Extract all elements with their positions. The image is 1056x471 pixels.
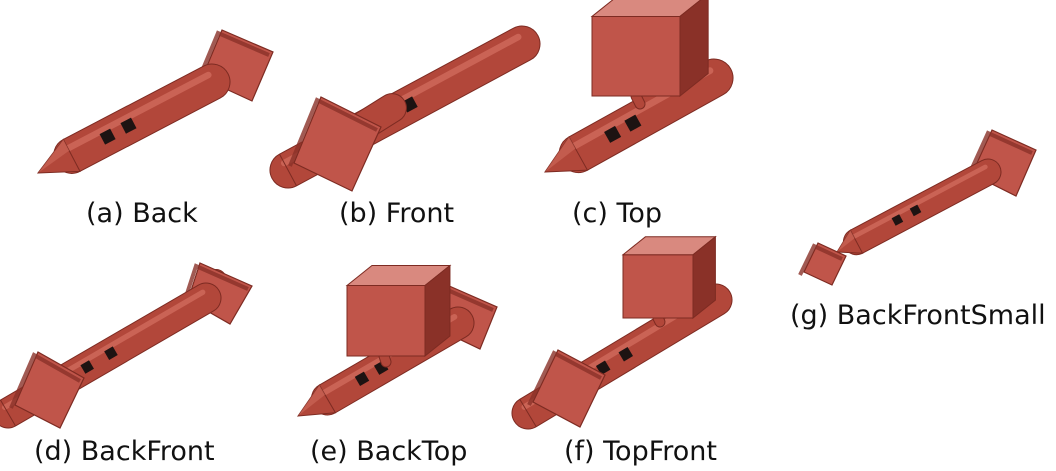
caption-a: (a) Back	[86, 198, 198, 229]
caption-c: (c) Top	[572, 198, 663, 229]
panel-c-robot-window-1	[604, 125, 622, 143]
panel-d-robot-window-1	[80, 360, 94, 374]
panel-d-robot-nose-cone	[0, 399, 16, 427]
panel-a-robot-body-highlight	[64, 71, 212, 152]
panel-g-front-small-plate-face	[803, 242, 847, 286]
caption-d: (d) BackFront	[34, 436, 215, 467]
panel-g-robot-window-1	[891, 214, 904, 226]
panel-g	[798, 129, 1037, 286]
panel-d-front-plate-face	[14, 351, 85, 429]
panel-c-top-cube-top-face	[590, 0, 702, 17]
caption-e: (e) BackTop	[310, 436, 468, 467]
panel-a-back-plate-edge	[196, 30, 270, 82]
panel-b-front-plate-edge	[288, 97, 378, 167]
panel-f-robot-window-1	[595, 360, 611, 376]
panel-e-top-cube-front-face	[346, 284, 426, 357]
panel-a-robot-nose-highlight	[38, 139, 70, 173]
panel-f-top-cube-side-face	[692, 235, 716, 320]
panel-f-front-plate-edge	[527, 350, 602, 406]
panel-f	[511, 235, 733, 430]
panel-f-top-cube-front-face	[622, 254, 694, 319]
panel-c-top-cube-front-face	[591, 15, 681, 97]
panel-e-robot-nose-highlight	[298, 385, 325, 416]
caption-f: (f) TopFront	[564, 436, 718, 467]
panel-e-top-cube-side-face	[424, 264, 451, 358]
panel-c	[544, 0, 734, 173]
panel-c-top-cube-side-face	[679, 0, 709, 98]
caption-g: (g) BackFrontSmall	[790, 300, 1046, 331]
panel-g-front-small-plate-edge	[798, 243, 843, 276]
panel-c-robot-window-2	[624, 114, 642, 132]
caption-b: (b) Front	[339, 198, 455, 229]
panel-a-robot-window-1	[99, 128, 116, 145]
panel-d-robot-nose-highlight	[0, 400, 9, 413]
panel-e	[296, 264, 498, 417]
panel-d-robot-window-2	[104, 346, 118, 360]
panel-b-robot-nose-highlight	[279, 154, 288, 170]
panel-g-back-plate-edge	[966, 130, 1033, 178]
panel-g-robot-window-2	[909, 204, 922, 217]
panel-a-robot-window-2	[120, 117, 137, 134]
panel-b	[269, 25, 541, 192]
panel-g-robot-nose-highlight	[837, 230, 855, 252]
panel-d-front-plate-edge	[9, 352, 81, 409]
panel-e-robot-window-1	[354, 371, 370, 387]
panel-g-robot-body-highlight	[851, 164, 988, 239]
panel-c-robot-nose-highlight	[545, 136, 576, 172]
panel-d	[0, 262, 253, 429]
panel-a	[36, 29, 274, 174]
panel-f-robot-window-2	[618, 346, 634, 362]
